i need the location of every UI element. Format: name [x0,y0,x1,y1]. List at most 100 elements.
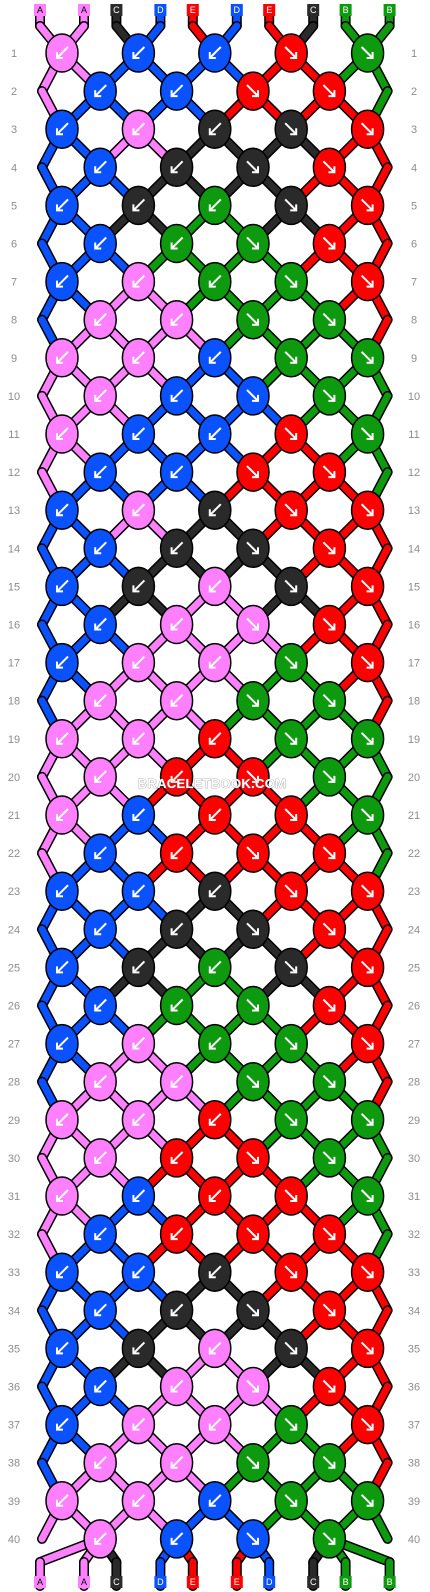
knot-arrow-icon [94,922,107,936]
knot-arrow-icon [208,198,222,212]
knot-arrow-icon [360,1189,374,1202]
knot-arrow-icon [170,312,184,326]
knot-arrow-icon [132,579,146,593]
row-number-left: 14 [8,543,20,555]
knot-arrow-icon [208,122,222,136]
knot-arrow-icon [322,998,336,1012]
knot-arrow-icon [360,1417,374,1431]
row-number-left: 20 [8,772,20,784]
knot-arrow-icon [132,808,146,821]
knot-arrow-icon [322,236,336,250]
knot-arrow-icon [246,1227,259,1241]
bottom-strand-label: D [157,1577,164,1587]
knot-arrow-icon [94,541,107,555]
knot-arrow-icon [246,1455,259,1469]
knot-arrow-icon [322,922,336,936]
row-number-right: 31 [408,1191,420,1203]
knot-arrow-icon [132,1494,146,1507]
knot-arrow-icon [284,1265,298,1279]
knot-arrow-icon [208,1417,222,1431]
knot-arrow-icon [132,1341,146,1355]
knot-arrow-icon [94,846,107,860]
top-strand-label: C [310,5,317,15]
row-number-left: 34 [8,1305,20,1317]
knot-arrow-icon [322,1303,336,1317]
knot-arrow-icon [246,1532,259,1545]
row-number-right: 16 [408,620,420,632]
knot-arrow-icon [246,389,259,402]
top-strand-label-swatch [230,4,243,16]
knot-arrow-icon [56,1036,69,1050]
knot-arrow-icon [284,274,298,288]
row-number-left: 19 [8,734,20,746]
knot-arrow-icon [360,655,374,669]
knot-arrow-icon [360,732,374,745]
row-number-left: 2 [11,86,17,98]
row-number-right: 6 [411,239,417,251]
bottom-strand-label-swatch [34,1576,46,1588]
row-number-right: 12 [408,467,420,479]
knot-arrow-icon [246,1303,259,1317]
knot-arrow-icon [322,84,336,98]
knot-arrow-icon [284,884,298,898]
row-number-right: 25 [408,962,420,974]
knot-arrow-icon [208,808,222,821]
knot-arrow-icon [132,351,146,364]
knot-arrow-icon [322,770,336,783]
bottom-strand-label-swatch [110,1576,123,1588]
knot-arrow-icon [56,1494,69,1507]
knot-arrow-icon [94,1151,107,1164]
bottom-strand-label: E [190,1577,196,1587]
row-number-left: 15 [8,581,20,593]
knot-arrow-icon [94,1074,107,1088]
row-number-left: 23 [8,886,20,898]
row-number-right: 29 [408,1115,420,1127]
knot-arrow-icon [170,770,184,783]
knot-arrow-icon [360,884,374,898]
knot-arrow-icon [284,1113,298,1126]
row-number-right: 19 [408,734,420,746]
knot-arrow-icon [208,351,222,364]
knot-arrow-icon [284,655,298,669]
knot-arrow-icon [360,808,374,821]
knot-arrow-icon [170,389,184,402]
knot-arrow-icon [208,1265,222,1279]
knot-arrow-icon [56,1341,69,1355]
knot-arrow-icon [246,236,259,250]
row-number-left: 35 [8,1343,20,1355]
row-number-right: 9 [411,353,417,365]
knot-arrow-icon [246,84,259,98]
row-number-left: 27 [8,1039,20,1051]
knot-arrow-icon [56,884,69,898]
bottom-strand-label-swatch [307,1576,320,1588]
top-strand-label: D [157,5,164,15]
top-strand-label: E [266,5,272,15]
top-strand-label-swatch [186,4,199,16]
knot-arrow-icon [246,922,259,936]
knot-arrow-icon [284,427,298,440]
knot-arrow-icon [322,160,336,174]
top-strand-label-swatch [110,4,123,16]
knot-arrow-icon [170,998,184,1012]
row-number-left: 6 [11,239,17,251]
knot-arrow-icon [360,122,374,136]
knot-arrow-icon [94,770,107,783]
knot-arrow-icon [322,693,336,707]
knot-arrow-icon [360,351,374,364]
watermark: BRACELETBOOK.COM [138,776,287,791]
knot-arrow-icon [284,1341,298,1355]
knot-arrow-icon [246,1151,259,1164]
row-number-left: 9 [11,353,17,365]
knot-arrow-icon [56,198,69,212]
top-strand-label-swatch [307,4,320,16]
knot-arrow-icon [208,1036,222,1050]
row-number-left: 10 [8,391,20,403]
knot-arrow-icon [170,1151,184,1164]
top-strand-label: D [234,5,241,15]
bottom-strand-label-swatch [186,1576,199,1588]
knot-arrow-icon [208,427,222,440]
knot-arrow-icon [322,1227,336,1241]
row-number-right: 11 [408,429,419,441]
knot-arrow-icon [94,236,107,250]
row-number-left: 22 [8,848,20,860]
